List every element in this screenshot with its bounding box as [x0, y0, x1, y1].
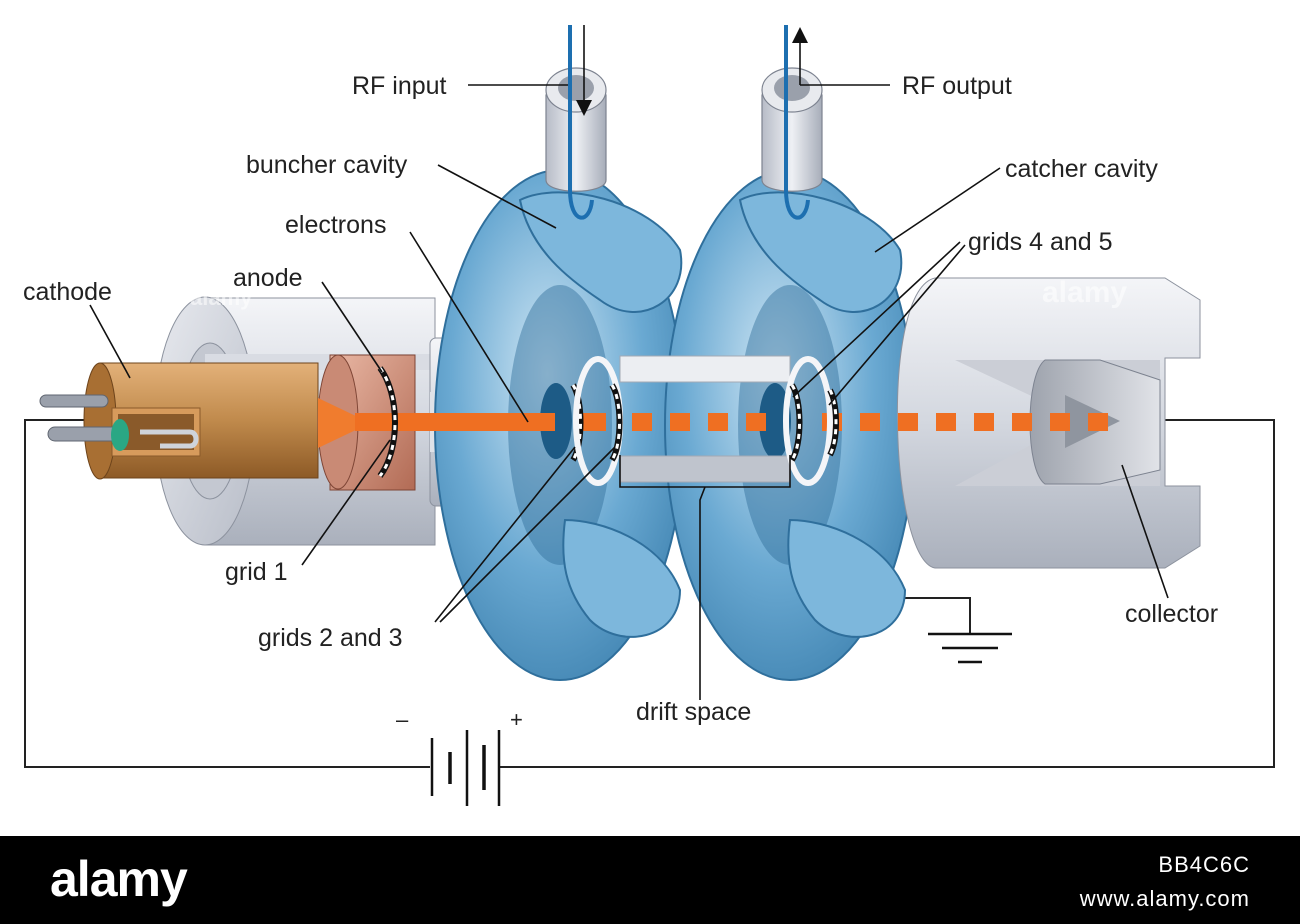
electron-bunch [1088, 413, 1108, 431]
grid-1 [377, 366, 398, 478]
electron-bunch [1012, 413, 1032, 431]
battery-symbol: – + [396, 707, 523, 806]
alamy-logo: alamy [50, 851, 188, 907]
drift-tube-front [619, 355, 791, 483]
anode [317, 354, 416, 491]
buncher-cavity [434, 169, 686, 681]
electron-bunch [936, 413, 956, 431]
svg-text:alamy: alamy [190, 285, 253, 310]
label-rf-output: RF output [902, 72, 1012, 100]
electron-bunch [746, 413, 766, 431]
image-watermarks: alamy alamy [190, 276, 1127, 310]
electron-bunch [708, 413, 728, 431]
label-grids-4-and-5: grids 4 and 5 [968, 228, 1113, 256]
svg-text:alamy: alamy [1042, 276, 1127, 309]
electron-bunch [898, 413, 918, 431]
ground-symbol [875, 597, 1012, 664]
watermark-url: www.alamy.com [1079, 886, 1250, 911]
beam-bunches [632, 413, 1108, 431]
label-grids-2-and-3: grids 2 and 3 [258, 624, 403, 652]
grid-5 [827, 388, 839, 457]
label-electrons: electrons [285, 211, 386, 239]
electron-bunch [974, 413, 994, 431]
grid-3 [573, 356, 623, 486]
label-anode: anode [233, 264, 303, 292]
electron-bunch [670, 413, 690, 431]
watermark-bar: alamy BB4C6C www.alamy.com [0, 836, 1300, 924]
electron-bunch [1050, 413, 1070, 431]
label-catcher-cavity: catcher cavity [1005, 155, 1158, 183]
leader-lines [89, 84, 1169, 700]
label-drift-space: drift space [636, 698, 751, 726]
electron-bunch [860, 413, 880, 431]
labels: RF input RF output buncher cavity catche… [23, 72, 1218, 726]
label-rf-input: RF input [352, 72, 447, 100]
rf-input-pipe [545, 25, 607, 220]
electron-bunch [632, 413, 652, 431]
battery-plus-sign: + [510, 707, 523, 732]
electron-beam [355, 413, 1108, 431]
image-id: BB4C6C [1158, 852, 1250, 877]
label-grid-1: grid 1 [225, 558, 288, 586]
label-cathode: cathode [23, 278, 112, 306]
circuit-wiring [24, 419, 1275, 768]
label-buncher-cavity: buncher cavity [246, 151, 408, 179]
battery-minus-sign: – [396, 707, 409, 732]
label-collector: collector [1125, 600, 1218, 628]
cathode-assembly [39, 362, 319, 480]
klystron-diagram: – + [23, 25, 1275, 806]
grid-2 [570, 383, 584, 462]
grid-4 [783, 356, 833, 486]
rf-output-pipe [761, 25, 823, 220]
